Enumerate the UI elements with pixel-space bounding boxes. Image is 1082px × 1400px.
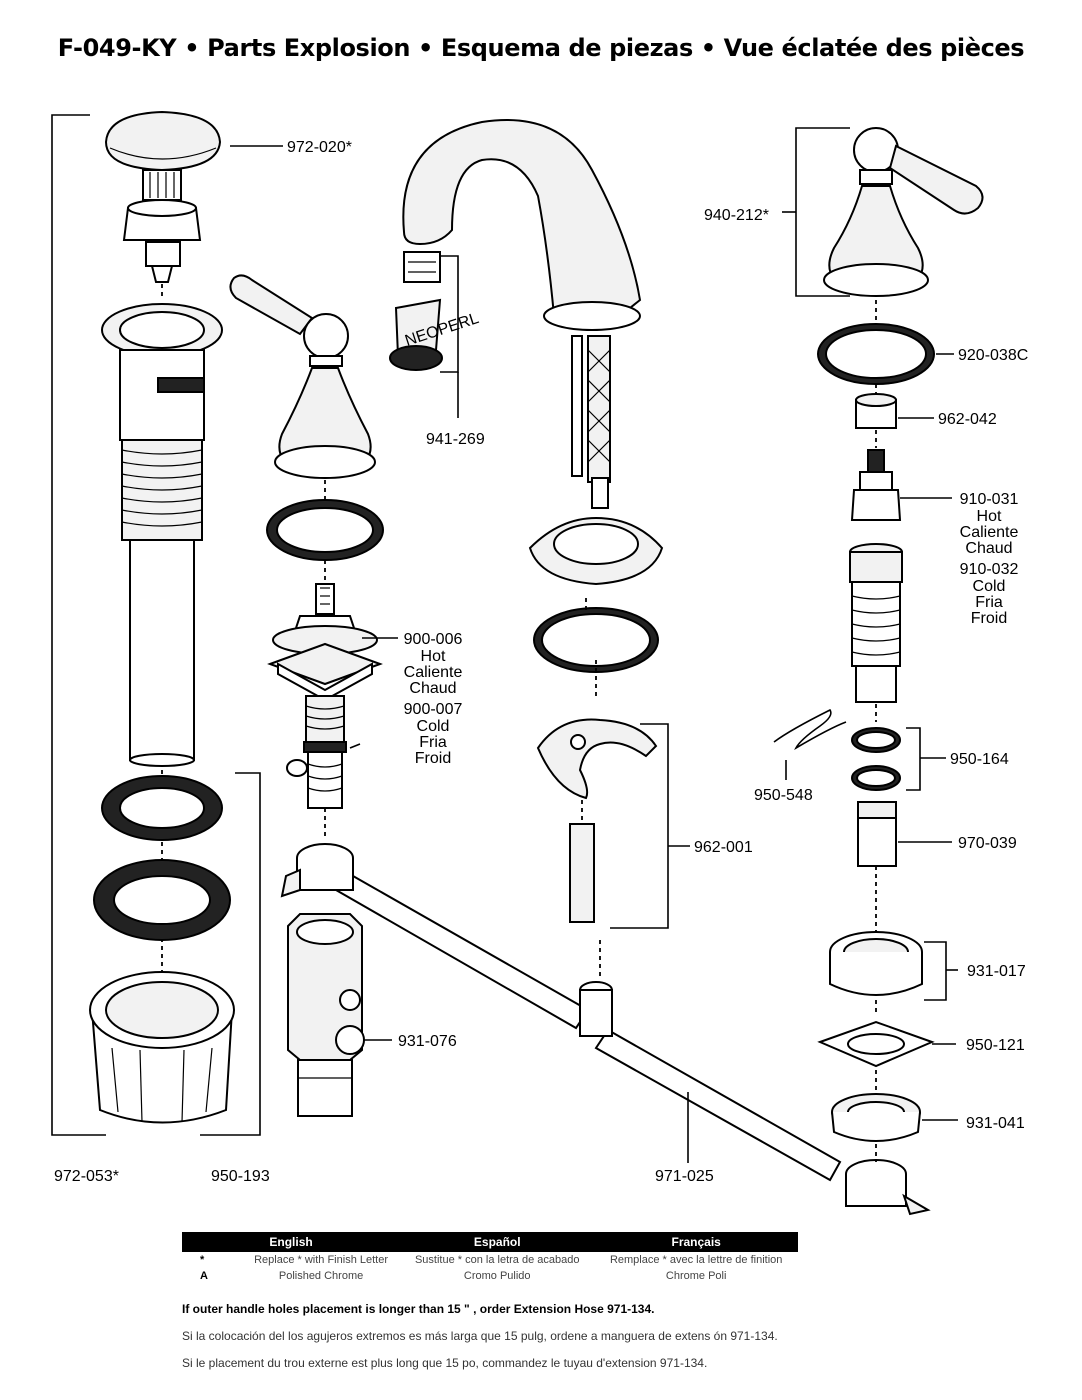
legend-header-english: English xyxy=(182,1232,401,1252)
label-962-042: 962-042 xyxy=(938,411,997,428)
label-fria-l: Fria xyxy=(419,734,447,751)
label-950-121: 950-121 xyxy=(966,1037,1025,1054)
legend-symbol: A xyxy=(200,1270,208,1282)
label-froid-r: Froid xyxy=(971,610,1007,627)
label-931-041: 931-041 xyxy=(966,1115,1025,1132)
extension-hose-note-fr: Si le placement du trou externe est plus… xyxy=(182,1356,708,1370)
label-hot-r: Hot xyxy=(977,508,1002,525)
legend-header-espanol: Español xyxy=(400,1232,595,1252)
drain-assembly xyxy=(51,110,283,1136)
legend-header-francais: Français xyxy=(594,1232,798,1252)
legend-espanol: Sustitue * con la letra de acabado xyxy=(414,1254,580,1266)
label-950-164: 950-164 xyxy=(950,751,1009,768)
label-972-053: 972-053* xyxy=(54,1168,119,1185)
label-920-038c: 920-038C xyxy=(958,347,1028,364)
label-910-032: 910-032 xyxy=(960,561,1019,578)
legend-english: Polished Chrome xyxy=(278,1270,364,1282)
supply-hose xyxy=(280,843,931,1216)
label-972-020: 972-020* xyxy=(287,139,352,156)
label-940-212: 940-212* xyxy=(704,207,769,224)
legend-english: Replace * with Finish Letter xyxy=(254,1254,388,1266)
label-900-006: 900-006 xyxy=(404,631,463,648)
right-valve-assembly xyxy=(773,127,984,1162)
label-941-269: 941-269 xyxy=(426,431,485,448)
legend-espanol: Cromo Pulido xyxy=(463,1270,531,1282)
extension-hose-note-es: Si la colocación del los agujeros extrem… xyxy=(182,1329,778,1343)
label-chaud-r: Chaud xyxy=(965,540,1012,557)
spout-assembly xyxy=(389,119,690,980)
label-931-017: 931-017 xyxy=(967,963,1026,980)
legend-header-row: English Español Français xyxy=(182,1232,798,1252)
label-fria-r: Fria xyxy=(975,594,1003,611)
label-chaud-l: Chaud xyxy=(409,680,456,697)
left-valve-assembly xyxy=(229,274,398,840)
label-froid-l: Froid xyxy=(415,750,451,767)
legend-row: * Replace * with Finish Letter Sustitue … xyxy=(182,1252,798,1268)
parts-explosion-diagram: 972-020* 941-269 NEOPERL 940-212* 920-03… xyxy=(51,110,1028,1216)
finish-legend-table: English Español Français * Replace * wit… xyxy=(182,1232,798,1284)
label-971-025: 971-025 xyxy=(655,1168,714,1185)
label-950-548: 950-548 xyxy=(754,787,813,804)
label-cold-l: Cold xyxy=(417,718,450,735)
label-950-193: 950-193 xyxy=(211,1168,270,1185)
label-900-007: 900-007 xyxy=(404,701,463,718)
label-caliente-l: Caliente xyxy=(404,664,463,681)
page-title: F-049-KY • Parts Explosion • Esquema de … xyxy=(57,34,1025,62)
label-caliente-r: Caliente xyxy=(960,524,1019,541)
legend-francais: Remplace * avec la lettre de finition xyxy=(609,1254,783,1266)
valve-body xyxy=(287,913,392,1117)
legend-francais: Chrome Poli xyxy=(665,1270,727,1282)
label-hot-l: Hot xyxy=(421,648,446,665)
label-970-039: 970-039 xyxy=(958,835,1017,852)
label-cold-r: Cold xyxy=(973,578,1006,595)
legend-symbol: * xyxy=(200,1254,205,1266)
legend-row: A Polished Chrome Cromo Pulido Chrome Po… xyxy=(182,1268,798,1284)
extension-hose-note-en: If outer handle holes placement is longe… xyxy=(182,1302,655,1316)
label-931-076: 931-076 xyxy=(398,1033,457,1050)
label-910-031: 910-031 xyxy=(960,491,1019,508)
label-962-001: 962-001 xyxy=(694,839,753,856)
